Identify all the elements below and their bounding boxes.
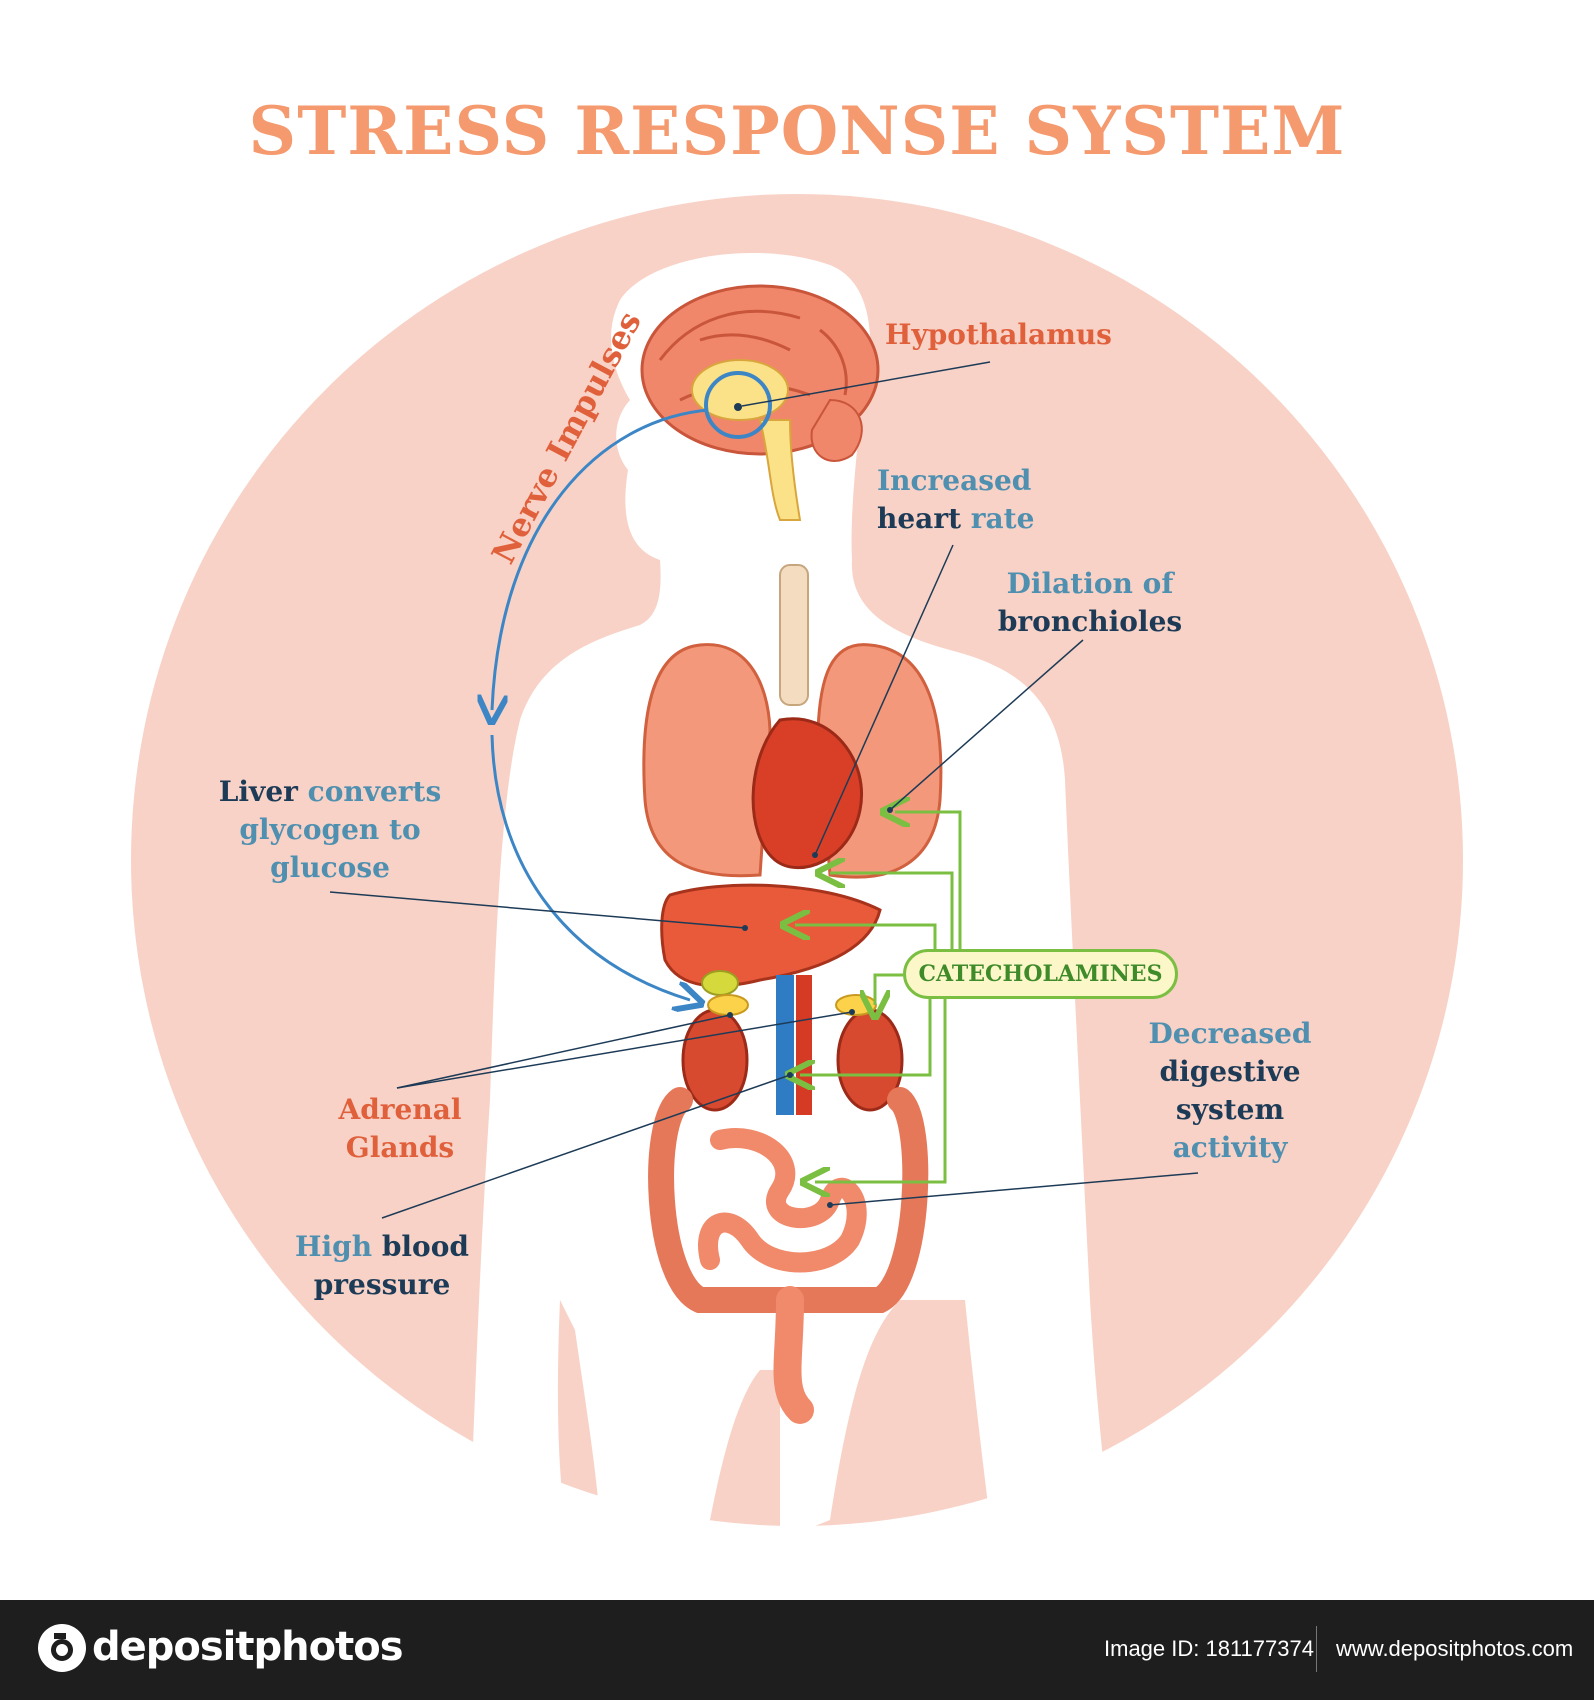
- footer-divider: [1316, 1626, 1317, 1672]
- hypothalamus-highlight: [704, 371, 772, 439]
- label-hypothalamus: Hypothalamus: [885, 318, 1112, 351]
- brand-logo-text[interactable]: depositphotos: [92, 1624, 404, 1670]
- rectum: [773, 1286, 814, 1424]
- label-dilation-of-bronchioles: Dilation of bronchioles: [997, 567, 1183, 638]
- site-link[interactable]: www.depositphotos.com: [1336, 1636, 1574, 1661]
- liver: [660, 883, 882, 988]
- camera-logo-icon: [38, 1624, 86, 1672]
- label-decreased-digestive-activity: Decreased digestive system activity: [1148, 1017, 1312, 1164]
- label-adrenal-glands: Adrenal Glands: [338, 1093, 462, 1164]
- left-kidney: [681, 1008, 749, 1112]
- pointer-dots: [727, 807, 893, 1208]
- vena-cava: [776, 975, 794, 1115]
- left-adrenal: [707, 994, 749, 1016]
- right-adrenal: [835, 994, 877, 1016]
- aorta: [796, 975, 812, 1115]
- footer-bar: depositphotos Image ID: 181177374 www.de…: [0, 1600, 1594, 1700]
- gallbladder: [701, 970, 739, 996]
- catecholamine-arrows: [795, 812, 962, 1182]
- label-increased-heart-rate: Increased heart rate: [877, 464, 1035, 535]
- anatomy-illustration: [131, 194, 1463, 1526]
- label-liver-converts-glycogen: Liver converts glycogen to glucose: [218, 775, 442, 884]
- left-lung: [642, 643, 772, 878]
- small-intestine: [698, 1128, 867, 1273]
- trachea: [779, 564, 809, 706]
- nerve-impulse-arrow-top: [492, 408, 709, 710]
- nerve-impulse-arrow-bottom: [490, 734, 690, 1000]
- page-title: STRESS RESPONSE SYSTEM: [248, 92, 1346, 170]
- catecholamines-badge: CATECHOLAMINES: [903, 949, 1178, 999]
- label-high-blood-pressure: High blood pressure: [295, 1230, 469, 1301]
- pointer-lines: [329, 544, 1199, 1219]
- image-id: Image ID: 181177374: [1104, 1636, 1314, 1661]
